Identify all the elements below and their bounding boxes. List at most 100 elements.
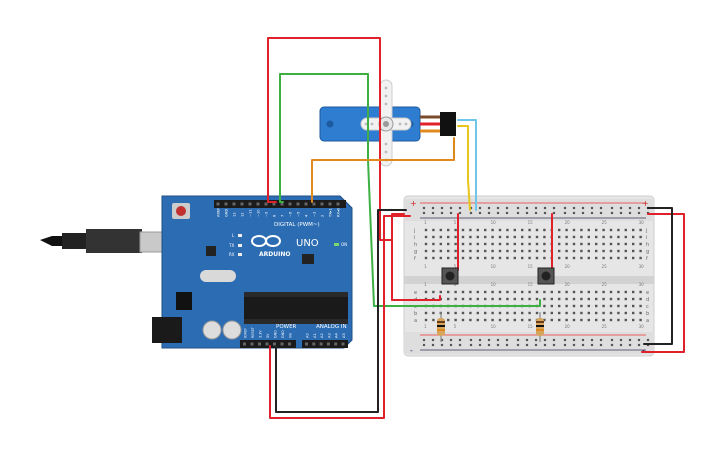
column-number: 15 <box>528 282 534 287</box>
wire-cyan-servo <box>457 119 477 211</box>
servo-motor[interactable] <box>319 79 456 167</box>
breadboard[interactable]: + + - - jjiihhggffeeddccbbaa111155551010… <box>403 195 655 357</box>
column-number: 1 <box>424 220 427 225</box>
row-letter: e <box>646 290 649 296</box>
rail-plus-top: + + <box>410 199 649 208</box>
row-letter: i <box>414 235 415 241</box>
power-label: POWER <box>276 324 297 330</box>
column-number: 5 <box>454 264 457 269</box>
digital-pin-label: ~9 <box>265 211 269 217</box>
column-number: 25 <box>602 220 608 225</box>
analog-pin-label: A3 <box>327 333 331 338</box>
digital-pin-label: 12 <box>241 212 245 217</box>
svg-text:-: - <box>642 346 645 355</box>
analog-in-label: ANALOG IN <box>316 324 347 330</box>
usb-cable <box>40 229 173 253</box>
power-pin-label: Vin <box>289 333 293 338</box>
svg-text:L: L <box>232 233 235 238</box>
digital-pin-label: ~3 <box>313 212 317 217</box>
column-number: 15 <box>528 220 534 225</box>
atmega-chip <box>244 297 348 319</box>
analog-pin-label: A5 <box>342 333 346 338</box>
column-number: 20 <box>565 220 571 225</box>
column-number: 10 <box>491 264 497 269</box>
row-letter: g <box>646 249 649 255</box>
wire-red-right-rail <box>641 213 685 353</box>
svg-text:RX: RX <box>229 252 235 257</box>
row-letter: g <box>414 249 417 255</box>
column-number: 10 <box>491 282 497 287</box>
svg-text:-: - <box>410 346 413 355</box>
digital-pin-label: 2 <box>321 215 325 217</box>
column-number: 15 <box>528 264 534 269</box>
digital-pin-label: ~6 <box>289 211 293 217</box>
power-pin-label: GND <box>274 330 278 338</box>
svg-text:TX: TX <box>228 243 234 248</box>
row-letter: f <box>414 256 416 262</box>
power-pin-label: IOREF <box>244 328 248 338</box>
column-number: 30 <box>639 264 645 269</box>
wires[interactable] <box>267 37 685 419</box>
wire-orange-pin <box>311 137 455 203</box>
digital-pin-label: ~10 <box>257 209 261 217</box>
column-number: 1 <box>424 324 427 329</box>
model-label: UNO <box>296 238 319 249</box>
column-number: 25 <box>602 324 608 329</box>
row-letter: a <box>414 318 417 324</box>
analog-pin-label: A4 <box>335 333 339 338</box>
arduino-logo: ARDUINO <box>251 235 290 258</box>
row-letter: j <box>645 228 647 234</box>
column-number: 1 <box>424 282 427 287</box>
digital-pwm-label: DIGITAL (PWM~) <box>274 222 320 228</box>
servo-connector <box>440 112 456 136</box>
analog-pin-label: A1 <box>313 333 317 338</box>
column-number: 10 <box>491 324 497 329</box>
digital-pin-label: RX◂0 <box>337 207 341 217</box>
rail-minus-bottom: - - <box>410 346 645 355</box>
digital-pin-label: 8 <box>273 214 277 217</box>
analog-pin-label: A0 <box>306 333 310 338</box>
column-number: 5 <box>454 220 457 225</box>
power-pin-label: RESET <box>251 326 255 338</box>
power-pin-label: GND <box>281 330 285 338</box>
svg-text:+: + <box>642 199 649 208</box>
wire-black-gnd <box>275 209 407 413</box>
column-number: 30 <box>639 324 645 329</box>
resistor-right[interactable] <box>536 312 544 342</box>
power-jack <box>152 317 182 343</box>
reset-button[interactable] <box>176 206 186 216</box>
digital-pin-label: 13 <box>233 212 237 217</box>
row-letter: i <box>646 235 647 241</box>
resistor-left[interactable] <box>437 312 445 342</box>
power-pin-label: 5V <box>266 333 270 338</box>
column-number: 25 <box>602 264 608 269</box>
row-letter: c <box>646 304 649 310</box>
column-number: 1 <box>424 264 427 269</box>
analog-header[interactable] <box>302 340 348 348</box>
column-number: 15 <box>528 324 534 329</box>
analog-pin-label: A2 <box>320 333 324 338</box>
svg-text:ARDUINO: ARDUINO <box>259 251 290 258</box>
digital-header[interactable] <box>214 200 346 208</box>
column-number: 30 <box>639 282 645 287</box>
digital-pin-label: AREF <box>217 208 221 217</box>
svg-text:ON: ON <box>341 242 347 247</box>
row-letter: b <box>414 311 417 317</box>
onboard-leds: L TX RX ON <box>228 233 347 257</box>
digital-pin-label: ~5 <box>297 212 301 217</box>
pushbutton-left[interactable] <box>441 267 459 285</box>
digital-pin-label: GND <box>225 209 229 217</box>
pushbutton-right[interactable] <box>537 267 555 285</box>
column-number: 5 <box>454 324 457 329</box>
power-pin-label: 3.3V <box>259 330 263 338</box>
digital-pin-label: ~11 <box>249 209 253 217</box>
row-letter: b <box>646 311 649 317</box>
wire-yellow-servo <box>457 125 471 211</box>
column-number: 20 <box>565 282 571 287</box>
wire-black-right-rail <box>643 207 673 345</box>
digital-pin-label: 7 <box>281 215 285 217</box>
row-letter: d <box>646 297 649 303</box>
column-number: 20 <box>565 324 571 329</box>
row-letter: a <box>646 318 649 324</box>
